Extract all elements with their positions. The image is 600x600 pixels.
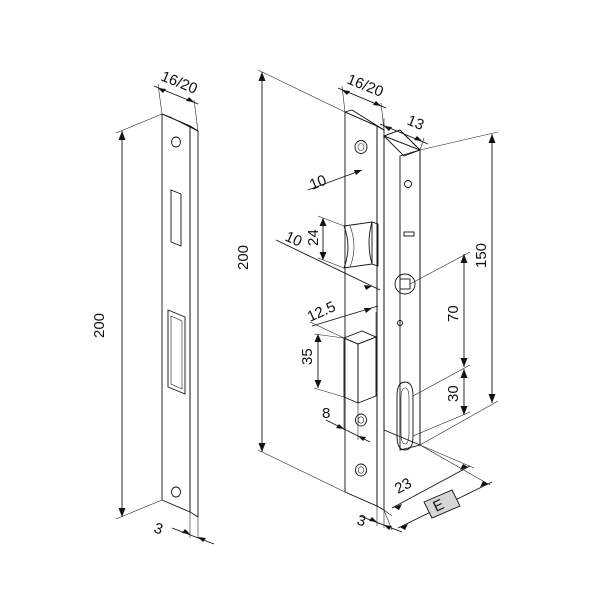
spindle-square-icon bbox=[394, 273, 416, 295]
latch-height-label: 24 bbox=[305, 229, 322, 246]
bolt-throw-label: 12.5 bbox=[305, 298, 339, 325]
backset-depth-label: 23 bbox=[392, 475, 415, 498]
faceplate-thickness-label: 3 bbox=[355, 512, 368, 531]
screw-hole-icon bbox=[354, 140, 368, 154]
case-depth-label: 13 bbox=[405, 112, 427, 134]
faceplate-width-label: 16/20 bbox=[345, 71, 386, 101]
lock-dimensions: 16/20 13 200 150 70 30 bbox=[235, 69, 499, 533]
bolt-height-label: 35 bbox=[299, 348, 316, 365]
strike-thickness-label: 3 bbox=[152, 520, 165, 539]
screw-hole-icon bbox=[397, 320, 403, 326]
bolt-width-label: 8 bbox=[322, 405, 330, 422]
latch-projection-label: 10 bbox=[282, 228, 304, 250]
faceplate-face bbox=[344, 111, 378, 507]
strike-plate-dimensions: 16/20 200 3 bbox=[91, 68, 215, 545]
strike-plate-edge bbox=[189, 125, 199, 518]
latch-offset-label: 10 bbox=[307, 172, 329, 194]
screw-hole-icon bbox=[355, 413, 367, 427]
lock-case bbox=[383, 135, 421, 446]
faceplate-length-label: 200 bbox=[235, 245, 252, 270]
screw-hole-icon bbox=[171, 486, 181, 498]
bolt-slot bbox=[167, 309, 186, 395]
screw-hole-icon bbox=[171, 136, 181, 148]
faceplate-edge bbox=[376, 125, 385, 511]
dead-bolt bbox=[342, 330, 378, 404]
backset-e-box: E bbox=[423, 489, 461, 519]
spindle-to-cylinder-label: 70 bbox=[445, 305, 462, 322]
latch-slot bbox=[170, 189, 182, 247]
cylinder-hole-icon bbox=[396, 381, 414, 451]
latch-bolt bbox=[343, 221, 379, 269]
strike-length-label: 200 bbox=[91, 313, 108, 338]
case-height-label: 150 bbox=[473, 243, 490, 268]
strike-width-label: 16/20 bbox=[159, 68, 200, 98]
screw-hole-icon bbox=[355, 463, 367, 477]
screw-hole-icon bbox=[404, 180, 412, 188]
cylinder-to-bottom-label: 30 bbox=[445, 385, 462, 402]
case-slot bbox=[403, 231, 415, 237]
strike-plate bbox=[161, 113, 199, 518]
